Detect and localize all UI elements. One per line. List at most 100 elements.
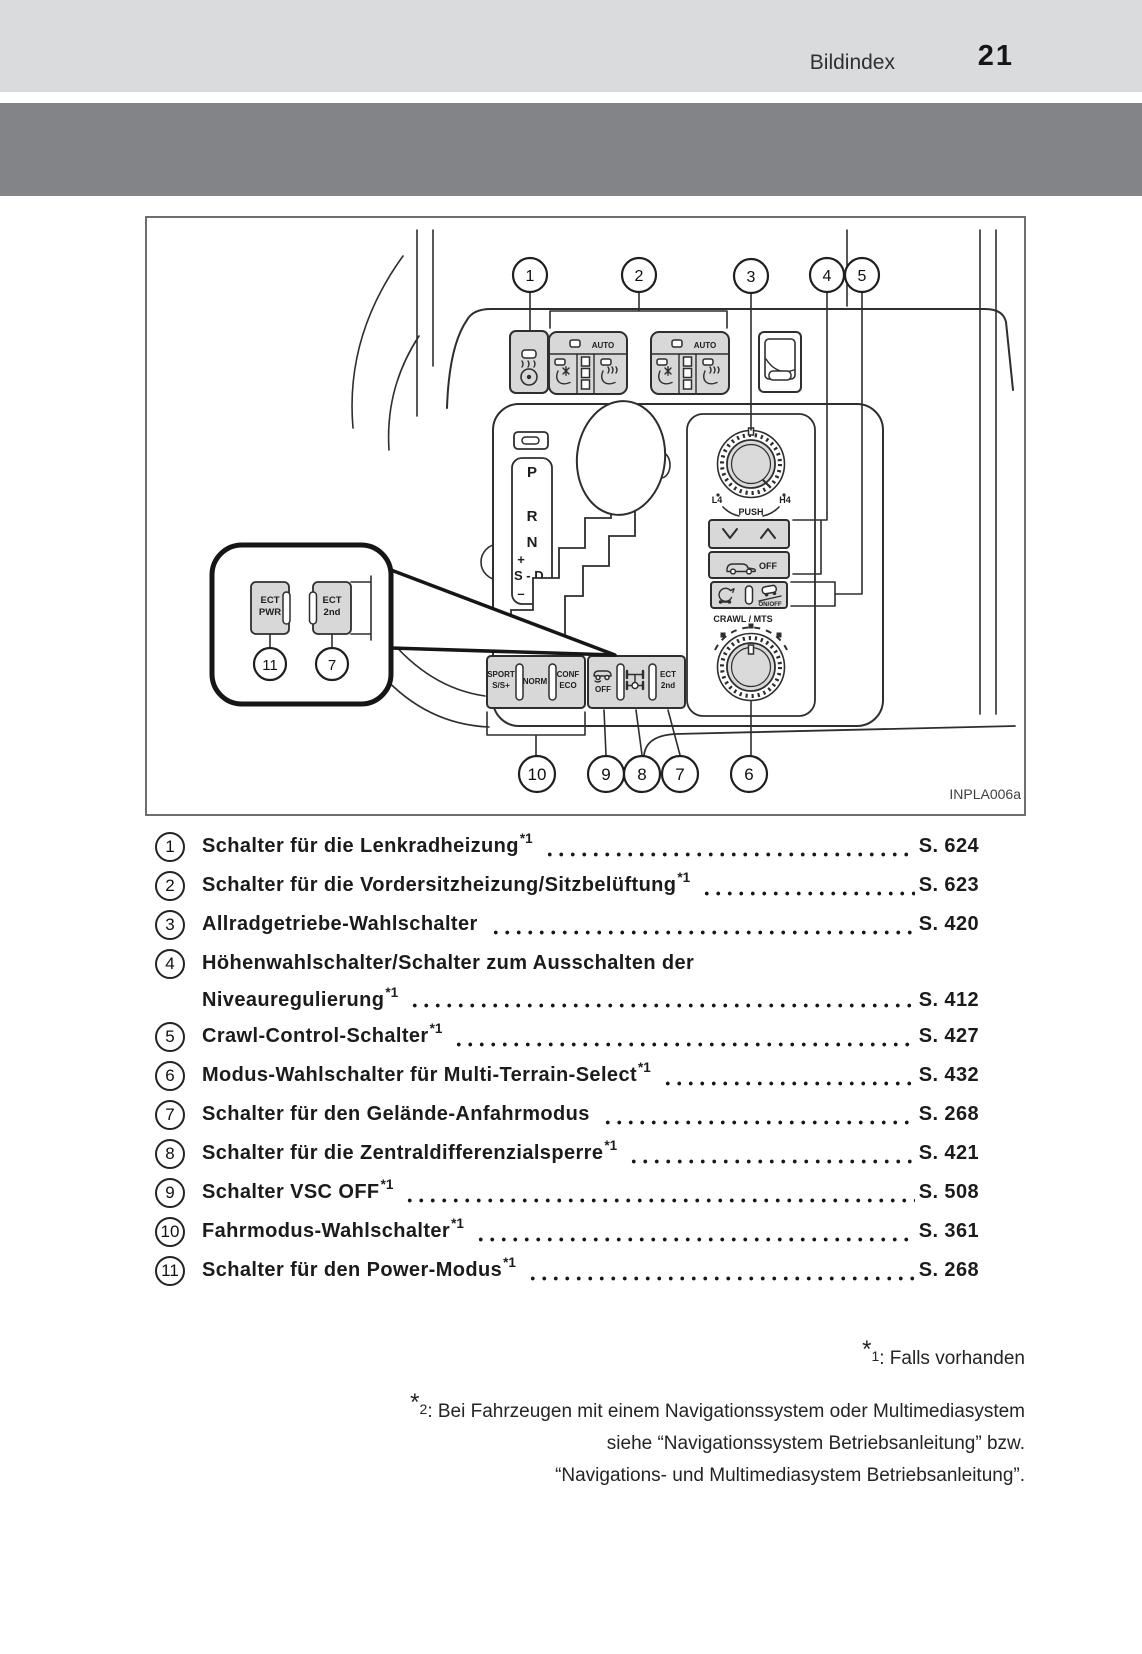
item-label: Schalter für den Gelände-Anfahrmodus (202, 1103, 590, 1125)
item-number-badge: 1 (155, 831, 185, 862)
norm-label: NORM (523, 677, 548, 686)
index-item: 4 Höhenwahlschalter/Schalter zum Ausscha… (155, 944, 979, 983)
svg-text:7: 7 (675, 765, 684, 784)
power-outlet (758, 331, 802, 393)
footnote-marker: *1 (503, 1255, 516, 1270)
footnote-marker: *1 (677, 870, 691, 885)
downhill-assist-icon: ON/OFF (758, 584, 782, 608)
item-label: Schalter für den Power-Modus (202, 1259, 503, 1281)
callout-7: 7 (660, 754, 700, 794)
callout-9: 9 (586, 754, 626, 794)
item-number-badge: 6 (155, 1060, 185, 1091)
item-page-ref: S. 420 (918, 913, 979, 935)
item-label: Modus-Wahlschalter für Multi-Terrain-Sel… (202, 1064, 638, 1086)
chevron-down-icon (722, 528, 738, 539)
ect-2nd-label-2: 2nd (324, 607, 341, 618)
item-label: Allradgetriebe-Wahlschalter (202, 913, 478, 935)
steering-heat-icon (520, 360, 538, 386)
footnote-marker: *1 (519, 831, 533, 846)
vsc-off-icon (593, 670, 612, 683)
index-item: 3 Allradgetriebe-Wahlschalter S. 420 (155, 905, 979, 944)
figure-code: INPLA006a (949, 786, 1021, 802)
chevron-up-icon (760, 528, 776, 539)
item-page-ref: S. 268 (918, 1259, 979, 1281)
asterisk-icon: * (410, 1389, 420, 1416)
item-number-badge: 7 (155, 1099, 185, 1130)
index-item: 6 Modus-Wahlschalter für Multi-Terrain-S… (155, 1056, 979, 1095)
auto-label: AUTO (592, 341, 615, 350)
footnote-marker: *1 (638, 1060, 651, 1075)
dot-leader (487, 930, 915, 935)
crawl-mts-label: CRAWL / MTS (713, 614, 772, 624)
item-number-badge: 3 (155, 909, 185, 940)
sport-label: SPORT (487, 670, 515, 679)
seat-ventilation-icon (658, 366, 673, 385)
gear-minus-label: – (517, 586, 524, 601)
conf-label: CONF (557, 670, 580, 679)
item-page-ref: S. 421 (918, 1142, 979, 1164)
item-page-ref: S. 268 (918, 1103, 979, 1125)
gear-n-label: N (527, 534, 538, 551)
ect-pwr-label-2: PWR (259, 607, 281, 618)
footnotes: *1: Falls vorhanden *2: Bei Fahrzeugen m… (410, 1334, 1025, 1492)
ect-2nd-label-1: ECT (323, 595, 342, 606)
item-label: Niveauregulierung (202, 988, 385, 1011)
gate-slot (510, 507, 636, 647)
dot-leader (472, 1237, 915, 1242)
crawl-mts-dial: CRAWL / MTS (713, 614, 788, 702)
item-number-badge: 10 (155, 1216, 185, 1247)
item-number-badge: 2 (155, 870, 185, 901)
item-page-ref: S. 508 (918, 1181, 979, 1203)
ect-2nd-label: 2nd (661, 681, 675, 690)
svg-text:6: 6 (744, 765, 753, 784)
gear-p-label: P (527, 464, 537, 481)
callout-4: 4 (808, 256, 846, 294)
page-number: 21 (977, 40, 1014, 72)
console-drawing: AUTO (209, 229, 1021, 802)
callout-1: 1 (511, 256, 549, 294)
steering-heater-button (509, 330, 549, 394)
vsc-off-label: OFF (595, 685, 611, 694)
item-label: Schalter für die Zentraldifferenzialsper… (202, 1142, 604, 1164)
item-label: Crawl-Control-Schalter (202, 1025, 429, 1047)
l4-label: L4 (712, 495, 723, 505)
console-figure: AUTO (145, 216, 1026, 816)
traction-button-group: OFF ECT 2nd (587, 655, 686, 709)
turn-assist-icon (718, 587, 735, 604)
footnote-1: *1: Falls vorhanden (862, 1336, 1025, 1369)
footnote-2: *2: Bei Fahrzeugen mit einem Navigations… (410, 1389, 1025, 1422)
footnote-marker: *1 (451, 1216, 464, 1231)
svg-text:8: 8 (637, 765, 646, 784)
seat-climate-panel-left: AUTO (548, 331, 628, 395)
dot-leader (659, 1081, 915, 1086)
index-item: 5 Crawl-Control-Schalter*1 S. 427 (155, 1017, 979, 1056)
index-item: 9 Schalter VSC OFF*1 S. 508 (155, 1173, 979, 1212)
vehicle-icon (726, 563, 757, 575)
index-item: 8 Schalter für die Zentraldifferenzialsp… (155, 1134, 979, 1173)
crawl-onoff-row: ON/OFF (710, 581, 788, 609)
index-item: 11 Schalter für den Power-Modus*1 S. 268 (155, 1251, 979, 1290)
callout-6: 6 (729, 754, 769, 794)
dot-leader (451, 1042, 915, 1047)
gear-r-label: R (527, 508, 538, 525)
footnote-marker: *1 (604, 1138, 618, 1153)
auto-label: AUTO (694, 341, 717, 350)
ss-label: S/S+ (492, 681, 510, 690)
ect-inset-detail: ECT PWR ECT 2nd 11 7 (209, 542, 617, 707)
item-number-badge: 4 (155, 948, 185, 979)
callout-11: 11 (252, 646, 288, 682)
callout-10: 10 (517, 754, 557, 794)
dot-leader (699, 891, 915, 896)
svg-text:4: 4 (823, 268, 832, 285)
svg-text:3: 3 (747, 269, 756, 286)
svg-text:11: 11 (262, 657, 278, 674)
item-page-ref: S. 432 (918, 1064, 979, 1086)
footnote-marker: *1 (380, 1177, 394, 1192)
svg-text:10: 10 (528, 765, 547, 784)
section-title: Bildindex (809, 51, 895, 74)
dot-leader (541, 852, 915, 857)
callout-7-inset: 7 (314, 646, 350, 682)
callout-5: 5 (843, 256, 881, 294)
height-select-button (708, 519, 790, 549)
